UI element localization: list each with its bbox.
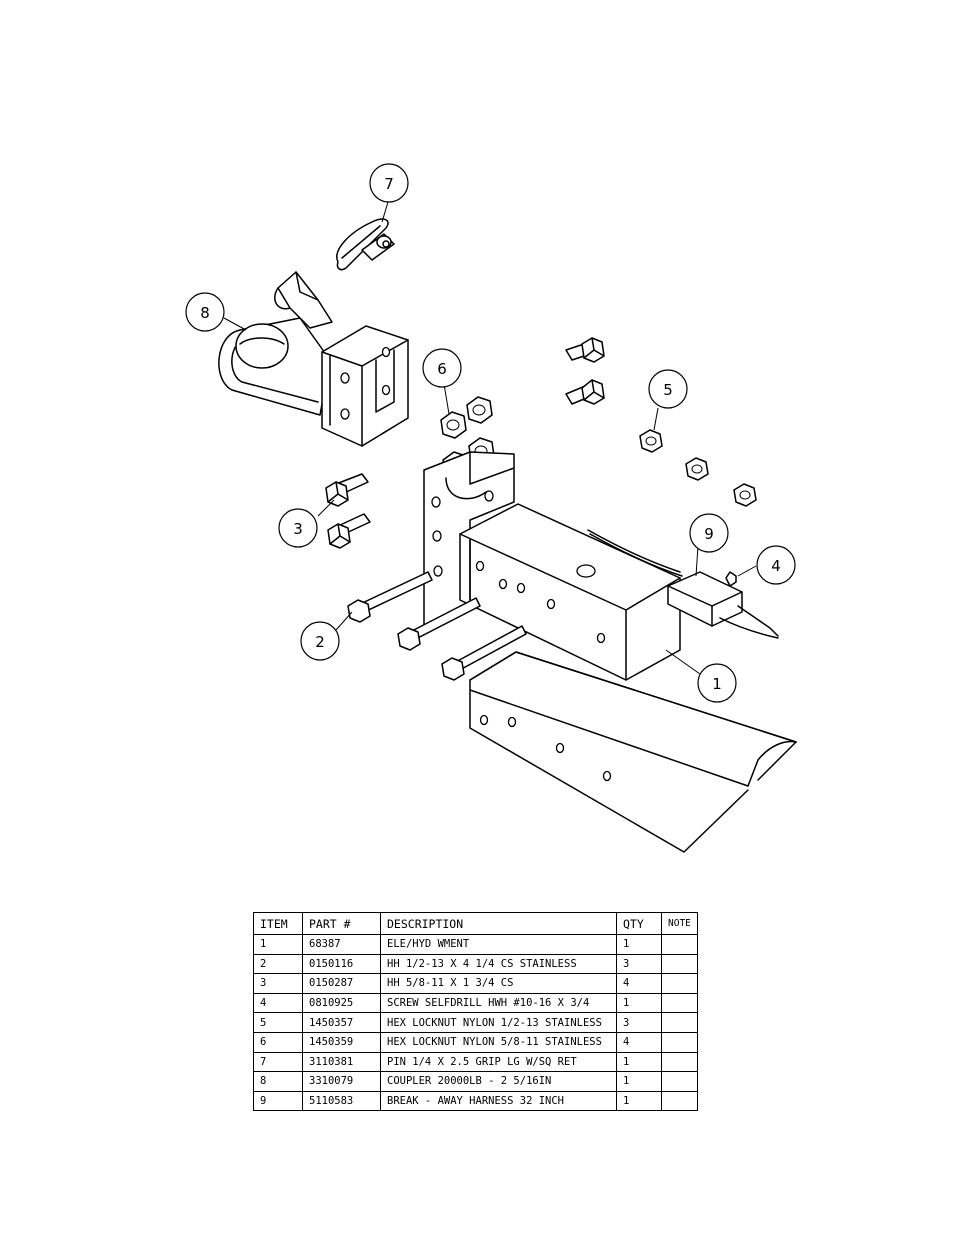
table-row: 3 0150287 HH 5/8-11 X 1 3/4 CS 4 <box>253 973 698 994</box>
cell-qty: 3 <box>616 1012 662 1033</box>
cell-qty: 3 <box>616 953 662 975</box>
cell-description: HH 5/8-11 X 1 3/4 CS <box>380 973 617 994</box>
svg-text:7: 7 <box>384 175 394 193</box>
table-row: 6 1450359 HEX LOCKNUT NYLON 5/8-11 STAIN… <box>253 1031 698 1053</box>
col-header-item: ITEM <box>253 912 303 935</box>
svg-text:1: 1 <box>712 675 722 693</box>
cell-part: 3110381 <box>302 1051 381 1073</box>
table-row: 1 68387 ELE/HYD WMENT 1 <box>253 934 698 955</box>
balloon-item-5: 5 <box>648 369 688 409</box>
cell-description: HEX LOCKNUT NYLON 5/8-11 STAINLESS <box>380 1031 617 1053</box>
cell-item: 2 <box>253 953 303 975</box>
bill-of-materials-table: ITEM PART # DESCRIPTION QTY NOTE 1 68387… <box>253 912 698 1112</box>
col-header-part: PART # <box>302 912 381 935</box>
svg-text:9: 9 <box>704 525 714 543</box>
cell-part: 1450359 <box>302 1031 381 1053</box>
balloon-item-8: 8 <box>185 292 225 332</box>
col-header-qty: QTY <box>616 912 662 935</box>
balloon-item-6: 6 <box>422 348 462 388</box>
balloon-item-7: 7 <box>369 163 409 203</box>
cell-part: 3310079 <box>302 1071 381 1092</box>
table-row: 5 1450357 HEX LOCKNUT NYLON 1/2-13 STAIN… <box>253 1012 698 1033</box>
leader-lines <box>223 201 757 675</box>
cell-description: HH 1/2-13 X 4 1/4 CS STAINLESS <box>380 953 617 975</box>
col-header-note: NOTE <box>661 912 698 935</box>
cell-qty: 1 <box>616 1071 662 1092</box>
cell-description: HEX LOCKNUT NYLON 1/2-13 STAINLESS <box>380 1012 617 1033</box>
locknut-12-part <box>639 429 757 507</box>
exploded-assembly-drawing: 7 8 6 5 3 9 4 2 1 <box>185 163 797 853</box>
frame-member <box>469 651 797 853</box>
cell-item: 4 <box>253 992 303 1014</box>
cell-description: ELE/HYD WMENT <box>380 934 617 955</box>
cell-note <box>661 1012 698 1033</box>
svg-text:8: 8 <box>200 304 210 322</box>
svg-text:5: 5 <box>663 381 673 399</box>
cell-item: 7 <box>253 1051 303 1073</box>
cell-item: 5 <box>253 1012 303 1033</box>
table-row: 8 3310079 COUPLER 20000LB - 2 5/16IN 1 <box>253 1071 698 1092</box>
balloon-item-1: 1 <box>697 663 737 703</box>
coupler-part <box>218 271 409 447</box>
balloon-item-4: 4 <box>756 545 796 585</box>
cell-description: PIN 1/4 X 2.5 GRIP LG W/SQ RET <box>380 1051 617 1073</box>
cell-note <box>661 973 698 994</box>
harness-part <box>587 529 779 639</box>
svg-text:4: 4 <box>771 557 781 575</box>
table-row: 2 0150116 HH 1/2-13 X 4 1/4 CS STAINLESS… <box>253 953 698 975</box>
cell-qty: 1 <box>616 992 662 1014</box>
cell-note <box>661 934 698 955</box>
cell-part: 68387 <box>302 934 381 955</box>
table-row: 9 5110583 BREAK - AWAY HARNESS 32 INCH 1 <box>253 1090 698 1112</box>
cell-note <box>661 992 698 1014</box>
table-row: 7 3110381 PIN 1/4 X 2.5 GRIP LG W/SQ RET… <box>253 1051 698 1073</box>
cell-note <box>661 1090 698 1112</box>
balloon-item-3: 3 <box>278 508 318 548</box>
cell-part: 0150287 <box>302 973 381 994</box>
cell-description: COUPLER 20000LB - 2 5/16IN <box>380 1071 617 1092</box>
cell-description: BREAK - AWAY HARNESS 32 INCH <box>380 1090 617 1112</box>
svg-text:6: 6 <box>437 360 447 378</box>
cell-note <box>661 1071 698 1092</box>
cell-item: 6 <box>253 1031 303 1053</box>
bom-header-row: ITEM PART # DESCRIPTION QTY NOTE <box>253 912 698 935</box>
cell-item: 3 <box>253 973 303 994</box>
col-header-description: DESCRIPTION <box>380 912 617 935</box>
cell-qty: 4 <box>616 1031 662 1053</box>
balloon-item-2: 2 <box>300 621 340 661</box>
cell-part: 5110583 <box>302 1090 381 1112</box>
weldment-part <box>423 451 681 681</box>
cell-item: 9 <box>253 1090 303 1112</box>
cell-note <box>661 1031 698 1053</box>
bolt-hh-12-part <box>347 571 527 681</box>
table-row: 4 0810925 SCREW SELFDRILL HWH #10-16 X 3… <box>253 992 698 1014</box>
svg-text:2: 2 <box>315 633 325 651</box>
cell-part: 0150116 <box>302 953 381 975</box>
cell-description: SCREW SELFDRILL HWH #10-16 X 3/4 <box>380 992 617 1014</box>
cell-qty: 1 <box>616 1090 662 1112</box>
cell-qty: 1 <box>616 1051 662 1073</box>
cell-note <box>661 953 698 975</box>
cell-qty: 1 <box>616 934 662 955</box>
cell-part: 1450357 <box>302 1012 381 1033</box>
svg-text:3: 3 <box>293 520 303 538</box>
balloon-item-9: 9 <box>689 513 729 553</box>
cell-qty: 4 <box>616 973 662 994</box>
cell-item: 8 <box>253 1071 303 1092</box>
cell-note <box>661 1051 698 1073</box>
cell-item: 1 <box>253 934 303 955</box>
bolt-hh-58-part <box>325 337 605 549</box>
pin-part <box>336 218 395 271</box>
cell-part: 0810925 <box>302 992 381 1014</box>
